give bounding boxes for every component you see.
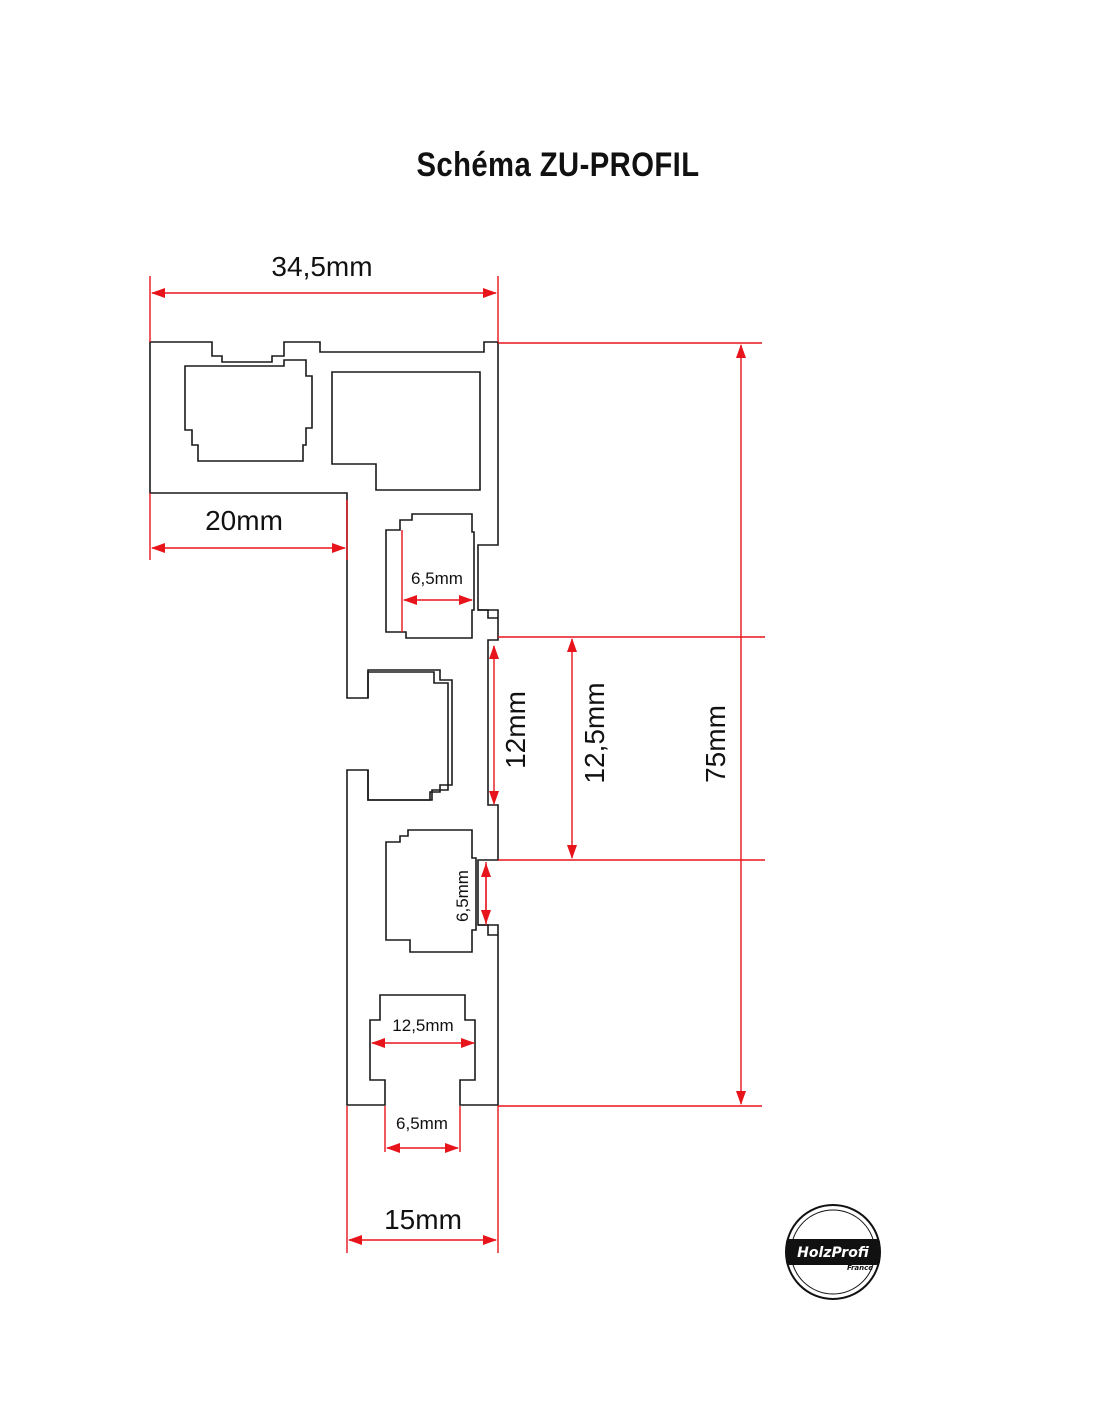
label-center-height: 12,5mm	[579, 682, 610, 783]
profile-outline	[149, 341, 499, 1106]
profile-notch-lower	[478, 924, 498, 936]
profile-notch-upper	[478, 609, 498, 619]
label-width-flange: 20mm	[205, 505, 283, 536]
dimension-layer	[149, 276, 765, 1253]
label-total-height: 75mm	[700, 705, 731, 783]
label-width-bottom: 15mm	[384, 1204, 462, 1235]
profile-chamber-upper-left	[184, 359, 313, 462]
logo-brand-text: HolzProfi	[797, 1245, 870, 1261]
label-slot-upper: 6,5mm	[411, 569, 463, 588]
label-slot-side: 6,5mm	[453, 870, 472, 922]
profile-outer-contour	[149, 341, 499, 1106]
holzprofi-logo: HolzProfi France	[785, 1204, 881, 1300]
label-channel-width: 12,5mm	[392, 1016, 453, 1035]
label-inner-height: 12mm	[500, 691, 531, 769]
profile-slot-pocket-upper	[385, 513, 475, 639]
page-title: Schéma ZU-PROFIL	[416, 146, 700, 184]
profile-slot-pocket-lower	[385, 829, 477, 953]
profile-pocket-middle	[367, 671, 449, 801]
logo-banner	[786, 1239, 880, 1265]
profile-chamber-upper-right	[331, 371, 481, 491]
logo-subtitle-text: France	[847, 1264, 873, 1272]
dimension-labels: 34,5mm 20mm 6,5mm 12mm 12,5mm 75mm 6,5mm…	[205, 251, 731, 1235]
label-slot-opening: 6,5mm	[396, 1114, 448, 1133]
label-width-total: 34,5mm	[271, 251, 372, 282]
